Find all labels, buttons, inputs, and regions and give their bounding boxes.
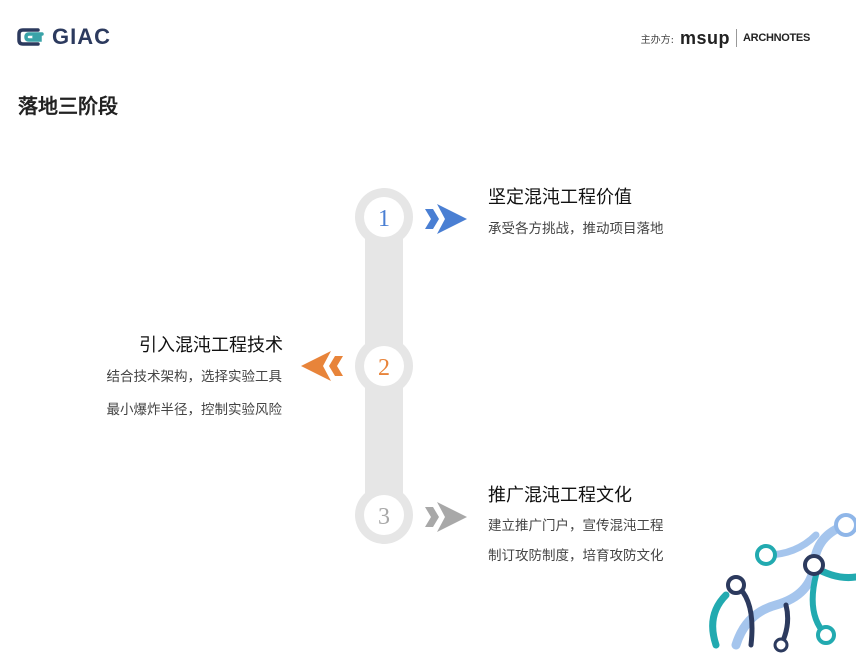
network-decoration-icon: [696, 505, 856, 655]
stage-1-node: 1: [355, 188, 413, 246]
stage-1-arrow-icon: [425, 204, 467, 234]
stage-2-arrow-icon: [301, 351, 343, 381]
stage-2-line-2: 最小爆炸半径，控制实验风险: [107, 396, 283, 424]
stage-2-number: 2: [378, 355, 390, 381]
stage-2-title: 引入混沌工程技术: [139, 331, 283, 357]
stage-2-line-1: 结合技术架构，选择实验工具: [107, 363, 283, 391]
stage-1-title: 坚定混沌工程价值: [488, 183, 632, 209]
stage-2-node: 2: [355, 337, 413, 395]
stage-3-line-2: 制订攻防制度，培育攻防文化: [488, 542, 664, 570]
stage-3-node: 3: [355, 486, 413, 544]
stage-3-line-1: 建立推广门户，宣传混沌工程: [488, 512, 664, 540]
stage-1-line-1: 承受各方挑战，推动项目落地: [488, 215, 664, 243]
stage-1-number: 1: [378, 206, 390, 232]
stage-3-number: 3: [378, 504, 390, 530]
stage-3-title: 推广混沌工程文化: [488, 481, 632, 507]
stage-3-arrow-icon: [425, 502, 467, 532]
